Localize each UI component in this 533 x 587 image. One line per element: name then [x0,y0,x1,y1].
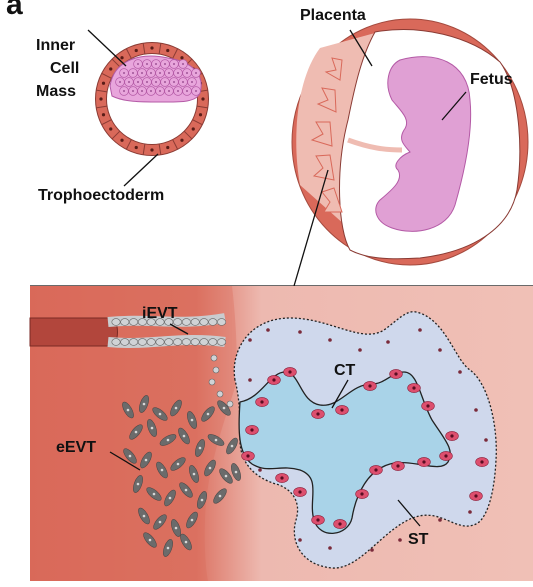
spiral-artery [30,318,118,346]
label-inner-line2: Cell [50,60,79,77]
label-ct: CT [334,362,356,379]
label-eevt: eEVT [56,439,96,456]
label-st: ST [408,531,429,548]
label-inner-line1: Inner [36,37,75,54]
panel-letter: a [6,0,23,21]
label-trophectoderm: Trophoectoderm [38,187,164,204]
uterus [292,19,528,265]
label-ievt: iEVT [142,305,178,322]
interface-panel: iEVT eEVT CT ST [30,286,533,581]
label-placenta: Placenta [300,7,366,24]
label-inner-line3: Mass [36,83,76,100]
label-fetus: Fetus [470,71,513,88]
blastocyst [96,43,209,156]
